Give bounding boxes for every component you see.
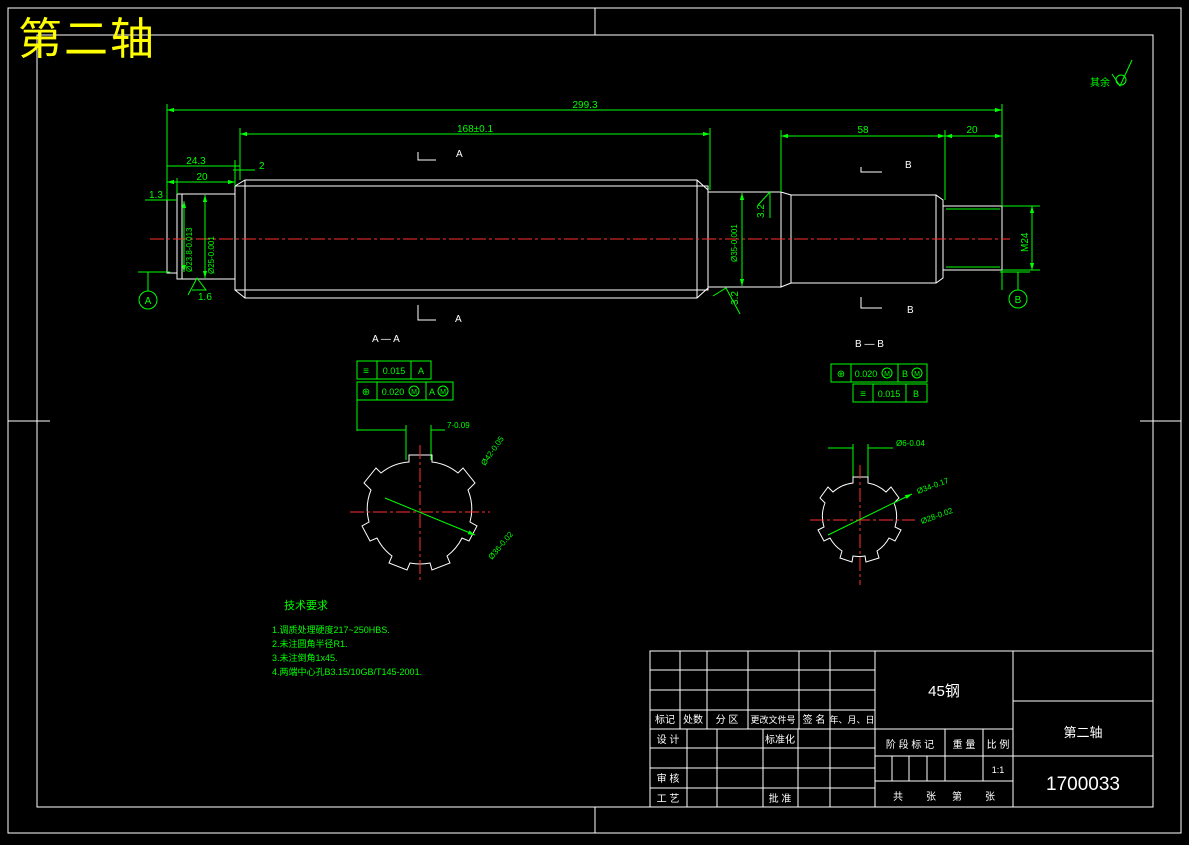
review-label: 审 核 [657,772,680,785]
dim-thread: M24 [1020,232,1031,252]
aa-width: 7-0.09 [447,421,470,430]
bb-tol-1: 0.020 [855,369,878,379]
datum-b: B [1000,271,1030,309]
rev-header-5: 签 名 [803,713,826,726]
dim-left-chamfer: 1.3 [149,190,163,201]
roughness-note-text: 其余 [1090,76,1110,89]
aa-tol-1: 0.015 [383,366,406,376]
aa-mmc-2: M [440,389,446,396]
general-roughness-note: 其余 [1090,59,1133,89]
sheet-frame [7,7,1182,834]
technical-requirements: 技术要求 1.调质处理硬度217~250HBS. 2.未注圆角半径R1. 3.未… [272,599,422,677]
bb-tol-2: 0.015 [878,389,901,399]
part-name: 第二轴 [1063,725,1102,740]
material: 45钢 [928,683,960,700]
rev-header-3: 分 区 [716,714,739,726]
datum-b-label: B [1015,295,1022,306]
bb-mmc-2: M [914,371,920,378]
rev-header-6: 年、月、日 [829,714,874,725]
aa-inner: Ø36-0.02 [487,530,516,562]
dim-left-end-length: 20 [196,172,208,183]
standardize-label: 标准化 [765,733,795,746]
length-dimensions: 299.3 168±0.1 58 20 20 24.3 2 1.3 Ø23.8-… [145,100,1040,290]
svg-text:⊕: ⊕ [362,387,370,398]
datum-a: A [138,271,170,310]
note-4: 4.两端中心孔B3.15/10GB/T145-2001. [272,666,422,677]
aa-outer: Ø42-0.05 [479,434,506,467]
note-1: 1.调质处理硬度217~250HBS. [272,624,390,635]
roughness-symbols: 1.6 3.2 3.2 [187,190,771,315]
title-block: 标记 处数 分 区 更改文件号 签 名 年、月、日 设 计 标准化 审 核 工 … [649,650,1154,808]
bb-mmc-1: M [884,371,890,378]
bb-datum-1: B [902,369,908,379]
section-aa-tolerance: ≡ 0.015 A ⊕ 0.020 M A M [356,360,454,431]
cut-b-bottom: B [907,305,914,316]
rev-header-1: 标记 [655,714,675,726]
cut-a-bottom: A [455,314,462,325]
notes-heading: 技术要求 [284,599,328,612]
sheet-no-label: 第 [952,790,962,803]
process-label: 工 艺 [657,793,680,805]
cut-a-top: A [456,149,463,160]
sheet-total-label: 共 [893,791,903,803]
svg-text:⊕: ⊕ [837,369,845,380]
section-bb-view: Ø6-0.04 Ø34-0.17 Ø28-0.02 [810,439,955,585]
aa-tol-2: 0.020 [382,387,405,397]
bb-inner: Ø28-0.02 [920,506,955,526]
rev-header-2: 处数 [683,713,703,726]
drawing-title: 第二轴 [18,14,156,65]
dim-spline-length: 168±0.1 [457,124,494,135]
dim-overall-length: 299.3 [572,100,597,111]
roughness-1: 1.6 [198,292,212,303]
scale-header: 比 例 [987,738,1010,751]
roughness-2: 3.2 [756,204,767,218]
dim-left-offset: 24.3 [186,156,206,167]
dim-diam-left-2: Ø25-0.001 [207,236,216,274]
section-aa-view: 7-0.09 Ø42-0.05 Ø36-0.02 [350,421,515,580]
drawing-number: 1700033 [1046,774,1120,795]
dim-step-2: 2 [259,161,265,172]
roughness-3: 3.2 [730,291,741,305]
note-3: 3.未注倒角1x45. [272,652,338,663]
approve-label: 批 准 [769,792,792,805]
dim-diam-left-1: Ø23.8-0.013 [185,227,194,272]
weight-header: 重 量 [953,738,976,751]
aa-datum-2: A [429,387,435,397]
dim-right-section-length: 58 [857,125,869,136]
datum-a-label: A [145,296,152,307]
rev-header-4: 更改文件号 [750,714,795,725]
sheet-no-unit: 张 [985,791,995,803]
bb-outer: Ø34-0.17 [916,476,951,496]
note-2: 2.未注圆角半径R1. [272,638,348,649]
svg-text:≡: ≡ [363,366,369,377]
section-bb-tolerance: ⊕ 0.020 M B M ≡ 0.015 B [830,363,928,403]
svg-text:≡: ≡ [860,389,866,400]
aa-datum-1: A [418,366,424,376]
aa-mmc-1: M [411,389,417,396]
stage-header: 阶 段 标 记 [886,738,934,751]
section-bb-label: B — B [855,339,884,350]
scale-value: 1:1 [992,765,1005,775]
section-aa-label: A — A [372,334,400,345]
sheet-total-unit: 张 [926,791,936,803]
dim-thread-length: 20 [966,125,978,136]
design-label: 设 计 [657,733,680,746]
cut-b-top: B [905,160,912,171]
section-cut-marks: A A B B [417,149,914,325]
dim-diam-mid: Ø35-0.001 [730,224,739,262]
bb-datum-2: B [913,389,919,399]
bb-width: Ø6-0.04 [896,439,925,448]
